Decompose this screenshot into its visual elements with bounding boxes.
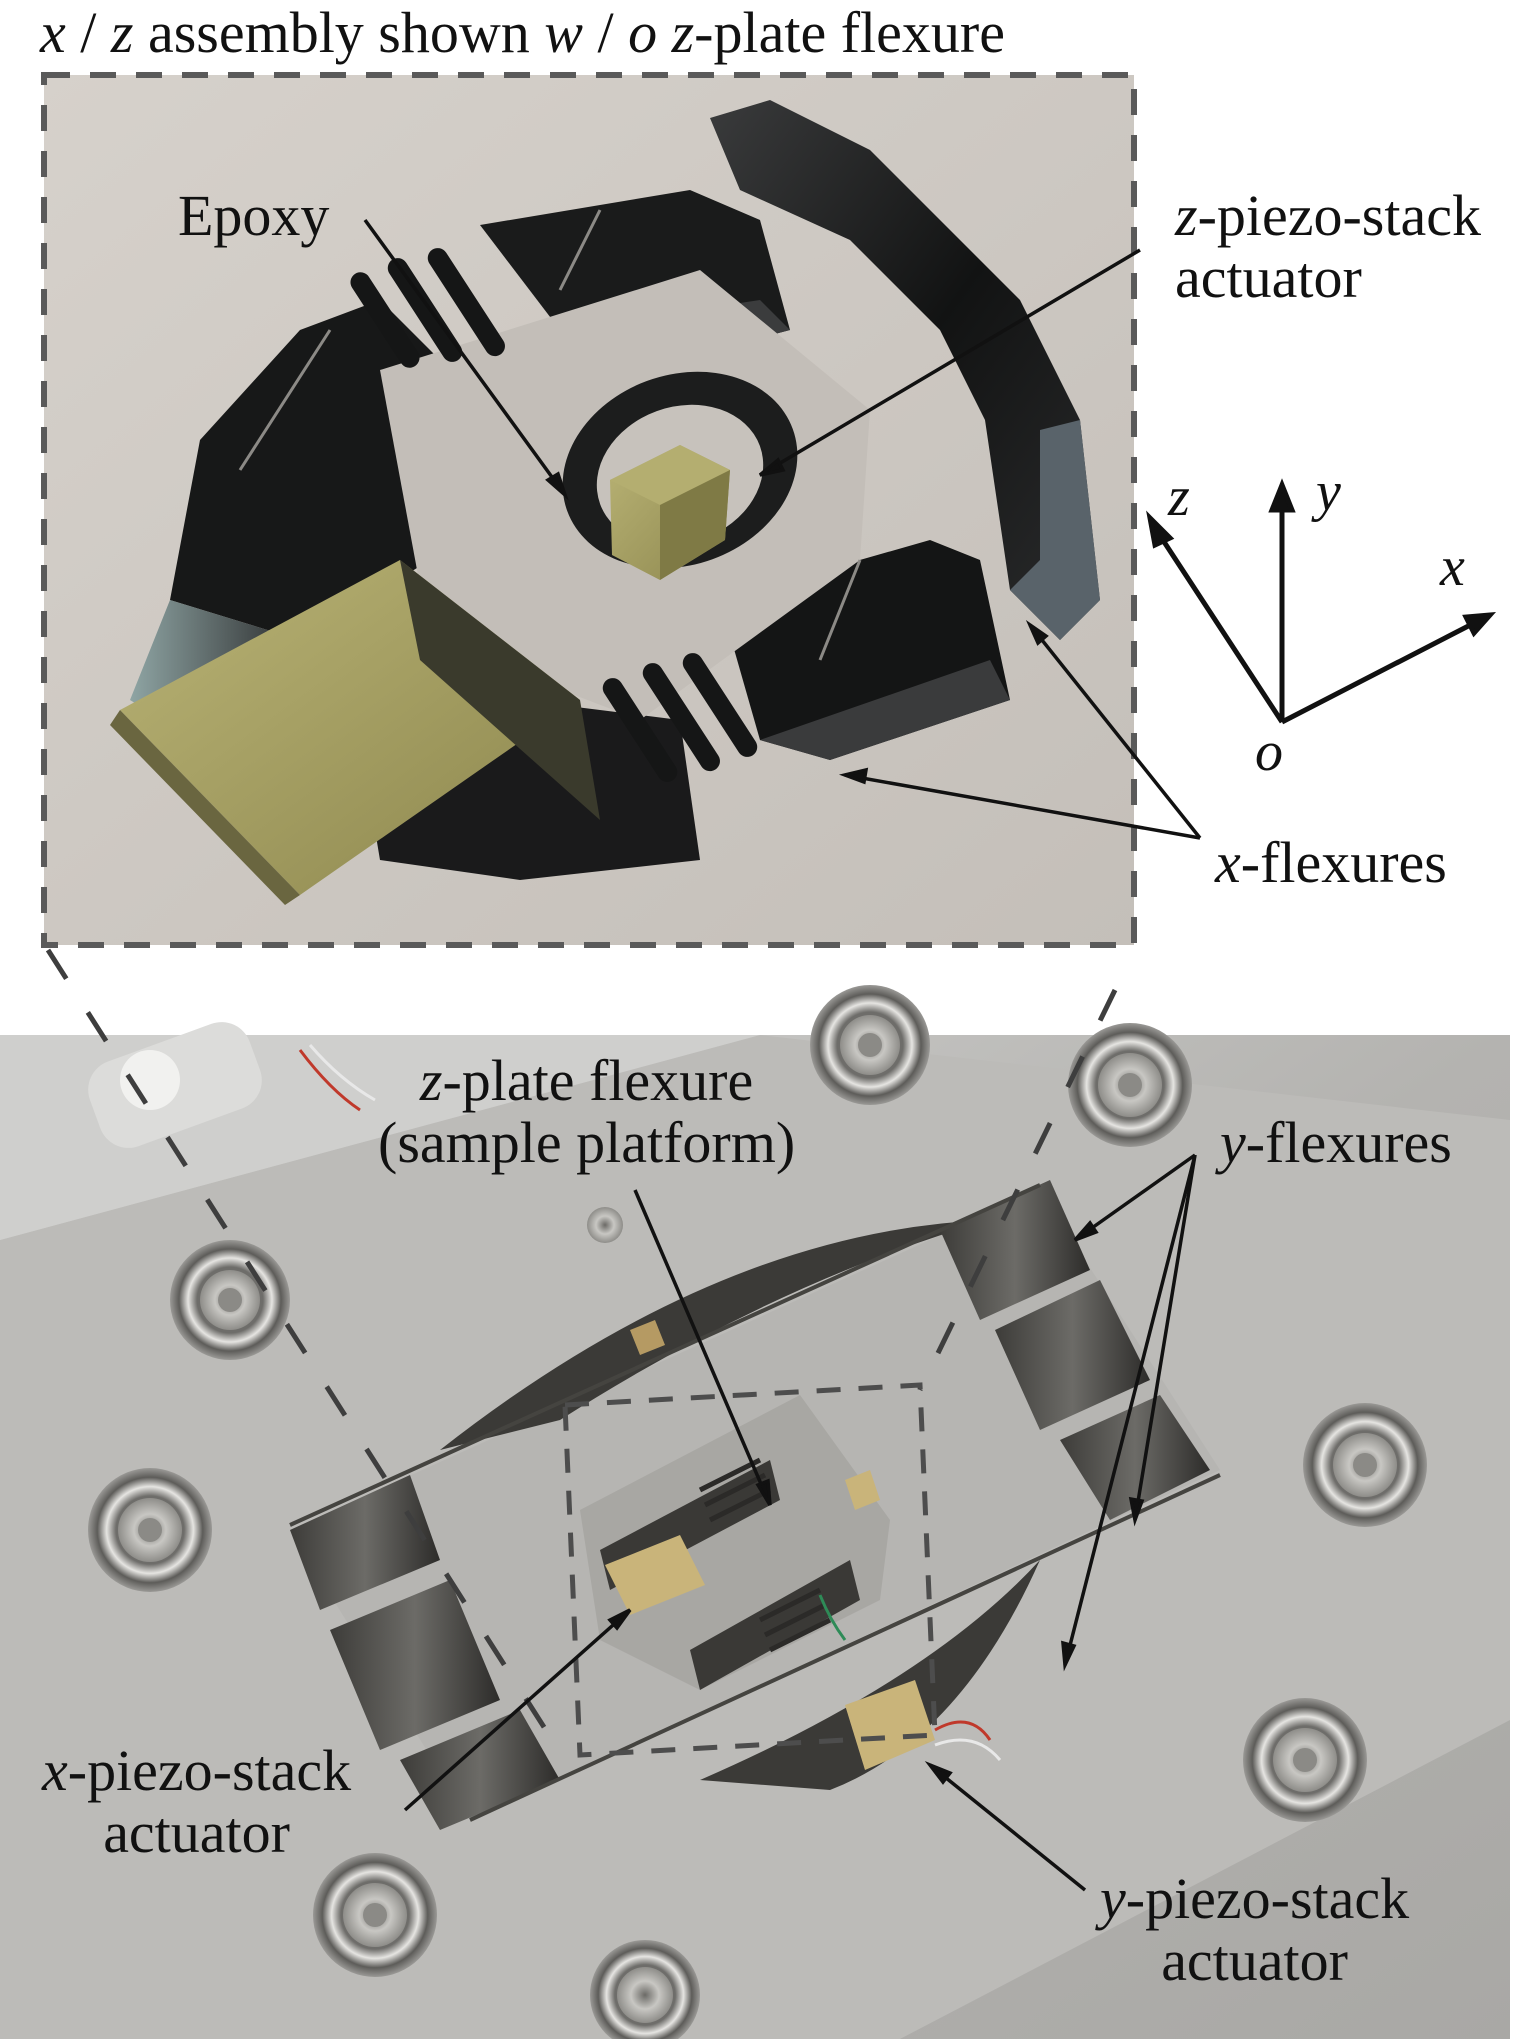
label-z-plate-flexure: z-plate flexure (sample platform)	[378, 1048, 796, 1175]
axis-label-z: z	[1168, 466, 1190, 528]
axis-label-origin: o	[1255, 721, 1283, 783]
arrow-head-epoxy	[545, 471, 569, 501]
y-axis-arrowhead	[1268, 478, 1296, 513]
title-text-2: assembly shown	[133, 0, 545, 65]
axis-label-x: x	[1440, 536, 1465, 598]
label-x-piezo-actuator: x-piezo-stack actuator	[42, 1738, 352, 1865]
photo-corner-fixture	[88, 1022, 262, 1148]
projection-lines	[45, 948, 1118, 1762]
stage-photo	[0, 985, 1510, 2039]
title-var-z: z	[110, 0, 134, 65]
xy-stage-body	[289, 1180, 1221, 1830]
title-text-5: -plate flexure	[694, 0, 1005, 65]
title-var-o: o	[628, 0, 658, 65]
title-text-1: /	[65, 0, 111, 65]
z-axis-line	[1152, 526, 1285, 724]
photo-wires	[298, 1044, 1002, 1761]
title-text-4	[657, 0, 672, 65]
label-epoxy: Epoxy	[178, 183, 330, 248]
x-axis-line	[1280, 617, 1482, 725]
figure-title: x / z assembly shown w / o z-plate flexu…	[40, 2, 1005, 64]
title-var-w: w	[544, 0, 583, 65]
title-var-x: x	[40, 0, 66, 65]
xz-assembly-body	[130, 100, 1100, 880]
label-y-piezo-actuator: y-piezo-stack actuator	[1100, 1866, 1410, 1993]
coordinate-axes	[1146, 478, 1497, 725]
rendering-dashed-border	[41, 72, 1137, 948]
axis-label-y: y	[1316, 461, 1341, 523]
x-axis-arrowhead	[1462, 611, 1497, 638]
arrow-head-z-piezo	[758, 457, 786, 477]
z-axis-arrowhead	[1146, 510, 1175, 549]
x-piezo-block	[110, 560, 600, 905]
z-piezo-cube	[610, 445, 730, 580]
title-var-z2: z	[671, 0, 695, 65]
photo-piezo-chips	[605, 1320, 935, 1770]
label-z-piezo-actuator: z-piezo-stack actuator	[1175, 183, 1481, 310]
label-y-flexures: y-flexures	[1220, 1110, 1452, 1175]
annotation-arrows	[363, 218, 1202, 1892]
label-x-flexures: x-flexures	[1215, 830, 1447, 895]
cad-rendering	[41, 72, 1137, 948]
title-text-3: /	[582, 0, 629, 65]
z-plate-dashed-outline	[562, 1382, 938, 1758]
